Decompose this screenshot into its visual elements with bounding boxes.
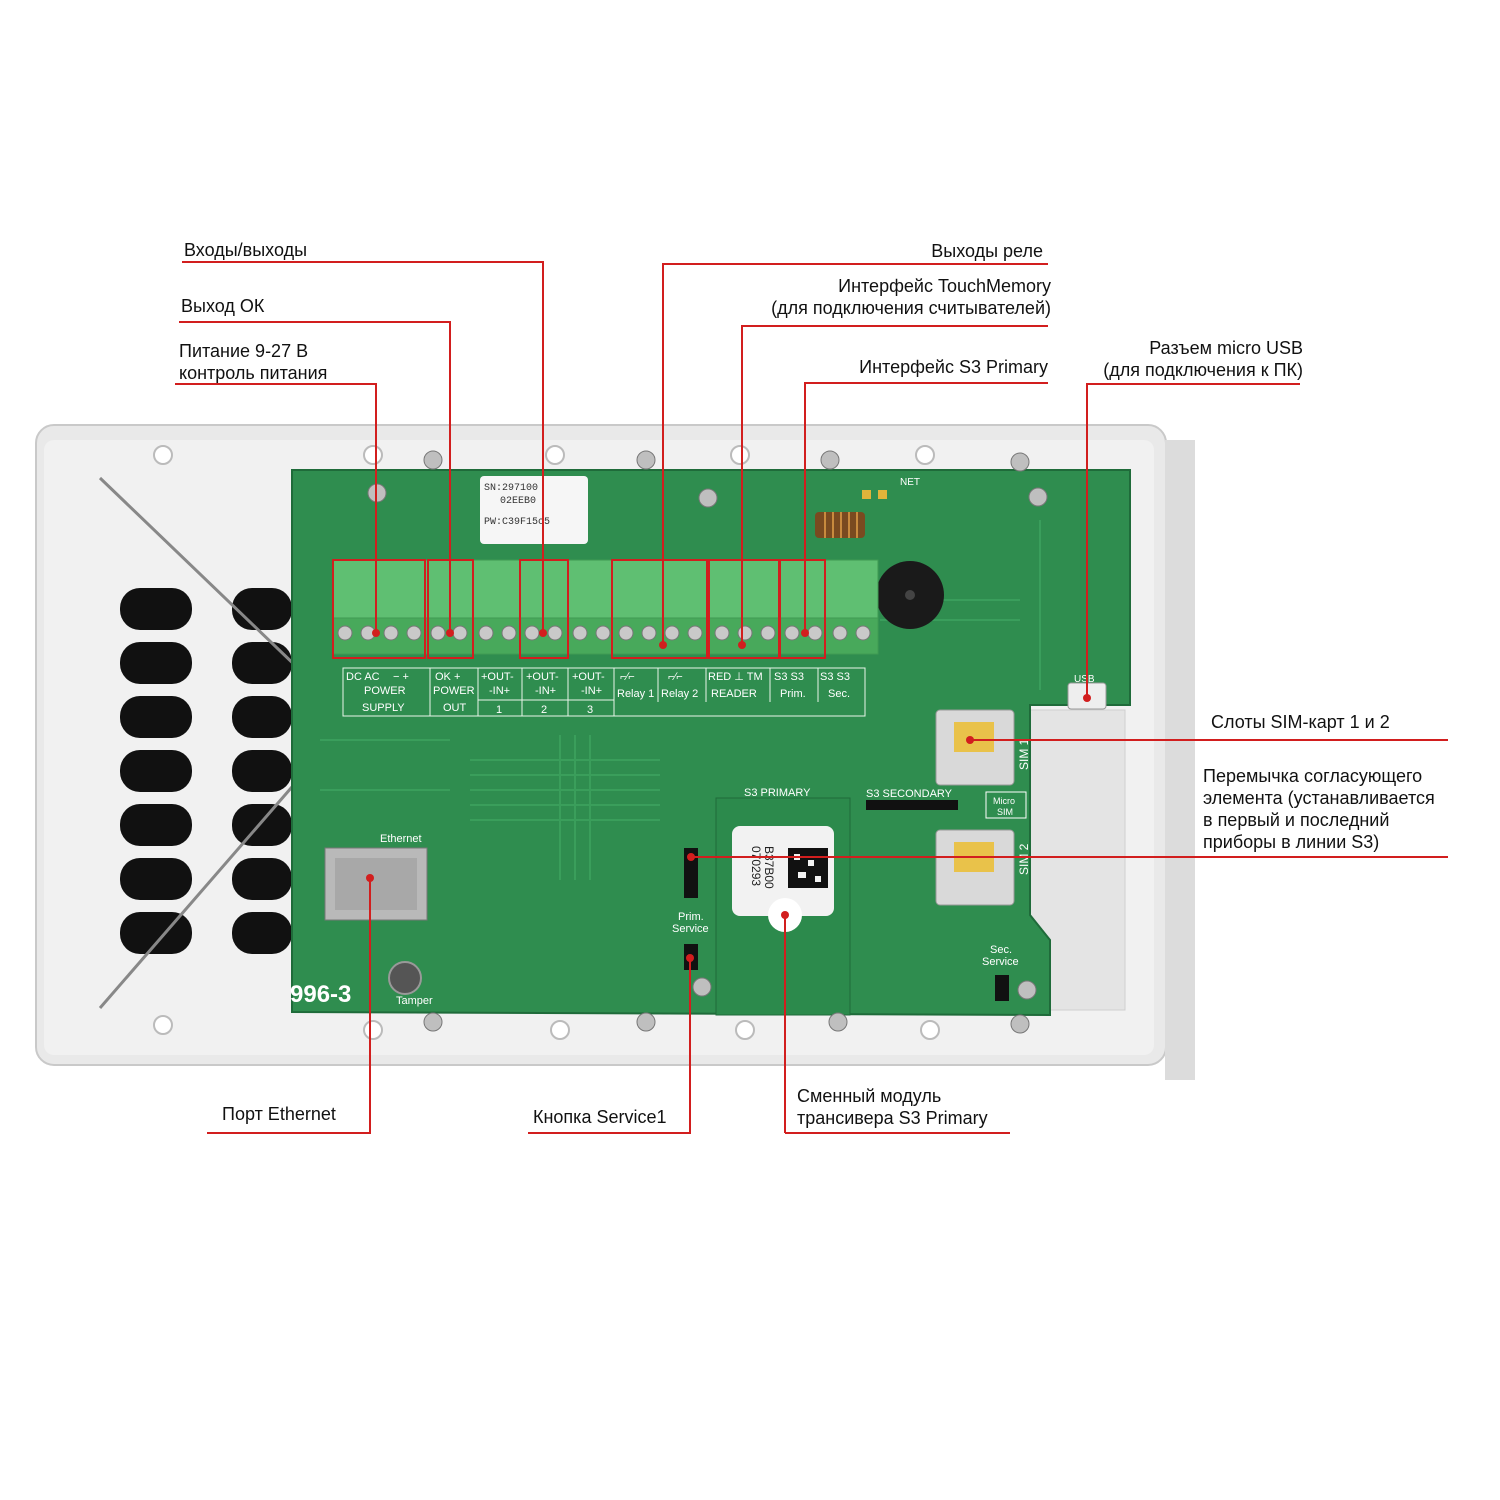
term-out: OUT <box>443 702 467 714</box>
callout-service1: Кнопка Service1 <box>533 1106 667 1128</box>
term-relay1-sym: ⌐∕⌐ <box>620 671 635 683</box>
tamper-label: Tamper <box>396 995 433 1007</box>
callout-ok-output-text: Выход ОК <box>181 296 265 316</box>
term-sec: Sec. <box>828 688 850 700</box>
serial-sticker <box>480 476 588 544</box>
prim-service-label-2: Service <box>672 923 709 935</box>
term-dcac: DC AC <box>346 671 380 683</box>
term-power: POWER <box>364 685 406 697</box>
callout-jumper: Перемычка согласующего элемента (устанав… <box>1203 765 1435 853</box>
callout-power-line-1: Питание 9-27 В <box>179 341 309 361</box>
term-in3: -IN+ <box>581 685 602 697</box>
sticker-line-1: SN:297100 <box>484 483 538 494</box>
callout-service1-text: Кнопка Service1 <box>533 1107 667 1127</box>
callout-s3-primary-iface: Интерфейс S3 Primary <box>859 356 1048 378</box>
ethernet-label: Ethernet <box>380 833 422 845</box>
callout-jumper-line-1: Перемычка согласующего <box>1203 766 1423 786</box>
term-relay2-sym: ⌐∕⌐ <box>668 671 683 683</box>
sim-slots: SIM 1 SIM 2 Micro SIM <box>935 709 1031 906</box>
pcb: SN:297100 02EEB0 PW:C39F15c5 NET <box>290 450 1131 1034</box>
s3-secondary-label: S3 SECONDARY <box>866 788 953 800</box>
callout-inputs-outputs: Входы/выходы <box>184 239 307 261</box>
term-prim: Prim. <box>780 688 806 700</box>
callout-relay-outputs: Выходы реле <box>931 240 1043 262</box>
term-num1: 1 <box>496 704 502 716</box>
callout-sim-slots: Слоты SIM-карт 1 и 2 <box>1211 711 1390 733</box>
usb-label: USB <box>1074 674 1095 685</box>
net-label: NET <box>900 477 920 488</box>
term-minus-plus: − + <box>393 671 409 683</box>
term-ok-plus: OK + <box>435 671 460 683</box>
callout-jumper-line-2: элемента (устанавливается <box>1203 788 1435 808</box>
callout-touchmemory-line-2: (для подключения считывателей) <box>771 298 1051 318</box>
callout-usb-line-1: Разъем micro USB <box>1149 338 1303 358</box>
callout-module-line-2: трансивера S3 Primary <box>797 1108 988 1128</box>
term-in1: -IN+ <box>489 685 510 697</box>
callout-inputs-outputs-text: Входы/выходы <box>184 240 308 260</box>
micro-sim-label-1: Micro <box>993 796 1015 806</box>
module-code-1: 070293 <box>749 846 763 886</box>
callout-touchmemory-line-1: Интерфейс TouchMemory <box>838 276 1051 296</box>
leader-lines <box>175 261 1448 1134</box>
leader-dots <box>366 629 1091 962</box>
sec-service-label-1: Sec. <box>990 944 1012 956</box>
term-in2: -IN+ <box>535 685 556 697</box>
callout-usb: Разъем micro USB (для подключения к ПК) <box>1103 337 1303 381</box>
callout-module: Сменный модуль трансивера S3 Primary <box>797 1085 988 1129</box>
sec-service-label-2: Service <box>982 956 1019 968</box>
callout-ok-output: Выход ОК <box>181 295 264 317</box>
termination-jumper <box>684 848 698 898</box>
prim-service-label-1: Prim. <box>678 911 704 923</box>
sim1-label: SIM 1 <box>1017 738 1031 770</box>
callout-s3-primary-iface-text: Интерфейс S3 Primary <box>859 357 1048 377</box>
term-reader: READER <box>711 688 757 700</box>
callout-jumper-line-4: приборы в линии S3) <box>1203 832 1380 852</box>
term-relay1: Relay 1 <box>617 688 654 700</box>
callout-touchmemory: Интерфейс TouchMemory (для подключения с… <box>771 275 1051 319</box>
callout-ethernet-text: Порт Ethernet <box>222 1104 336 1124</box>
term-reader-sym: RED ⊥ TM <box>708 671 763 683</box>
term-power2: POWER <box>433 685 475 697</box>
callout-module-line-1: Сменный модуль <box>797 1086 942 1106</box>
term-relay2: Relay 2 <box>661 688 698 700</box>
terminal-blocks <box>332 559 879 659</box>
sticker-line-3: PW:C39F15c5 <box>484 517 550 528</box>
module-code-2: B37B00 <box>762 846 776 889</box>
callout-power: Питание 9-27 В контроль питания <box>179 340 327 384</box>
sim2-label: SIM 2 <box>1017 843 1031 875</box>
callout-relay-outputs-text: Выходы реле <box>931 241 1043 261</box>
term-supply: SUPPLY <box>362 702 405 714</box>
s3-primary-module: S3 PRIMARY 070293 B37B00 <box>715 787 851 1016</box>
service2-button <box>995 975 1009 1001</box>
micro-sim-label-2: SIM <box>997 807 1013 817</box>
term-out3: +OUT- <box>572 671 605 683</box>
term-s3-prim: S3 S3 <box>774 671 804 683</box>
callout-power-line-2: контроль питания <box>179 363 328 383</box>
term-out2: +OUT- <box>526 671 559 683</box>
term-s3-sec: S3 S3 <box>820 671 850 683</box>
term-num3: 3 <box>587 704 593 716</box>
term-out1: +OUT- <box>481 671 514 683</box>
s3-primary-label: S3 PRIMARY <box>744 787 811 799</box>
sticker-line-2: 02EEB0 <box>500 496 536 507</box>
term-num2: 2 <box>541 704 547 716</box>
callout-usb-line-2: (для подключения к ПК) <box>1103 360 1303 380</box>
model-label: 996-3 <box>290 981 351 1008</box>
callout-ethernet: Порт Ethernet <box>222 1103 336 1125</box>
callout-jumper-line-3: в первый и последний <box>1203 810 1390 830</box>
terminal-legend: DC AC − + OK + +OUT- +OUT- +OUT- ⌐∕⌐ ⌐∕⌐… <box>342 667 866 717</box>
callout-sim-slots-text: Слоты SIM-карт 1 и 2 <box>1211 712 1390 732</box>
